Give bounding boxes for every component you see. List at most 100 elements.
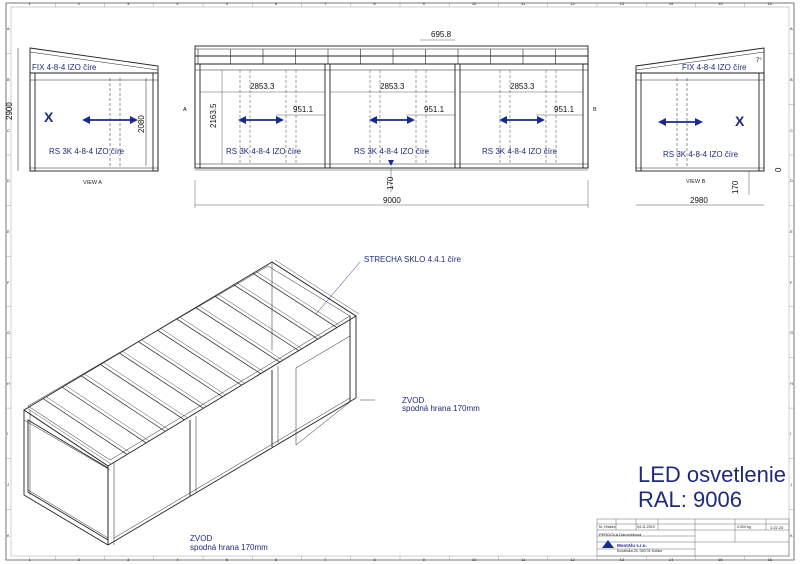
frame-column-number: 10 <box>471 1 477 6</box>
iso-rafter <box>81 375 166 432</box>
left-fix-label: FIX 4-8-4 IZO číre <box>32 63 97 72</box>
left-rs-label: RS 3K 4-8-4 IZO číre <box>49 147 125 156</box>
frame-row-letter: C <box>790 127 793 133</box>
left-view-label: VIEW A <box>83 180 102 186</box>
slide-arrowhead <box>369 116 377 124</box>
slide-arrowhead <box>499 116 507 124</box>
left-opening-dim: 2080 <box>137 115 146 133</box>
frame-column-number: 6 <box>274 557 278 562</box>
front-height-dim: 2163.5 <box>209 103 218 128</box>
zvod-label-1: ZVOD <box>402 396 425 405</box>
frame-column-number: 16 <box>767 1 772 6</box>
iso-rafter-edge <box>103 362 188 419</box>
slide-arrowhead <box>238 116 246 124</box>
frame-column-number: 1 <box>28 557 31 562</box>
frame-column-number: 2 <box>77 557 81 562</box>
frame-column-number: 1 <box>28 1 31 6</box>
iso-rafter <box>271 261 357 317</box>
iso-rafter <box>42 398 128 455</box>
front-bottom-dim: 170 <box>386 176 395 190</box>
right-x-mark: X <box>735 113 745 129</box>
front-panel-dim-1: 951.1 <box>293 105 314 114</box>
led-note: LED osvetlenie <box>638 462 786 487</box>
frame-column-number: 2 <box>77 1 81 6</box>
frame-row-letter: E <box>7 228 10 234</box>
company-logo-icon <box>602 540 614 548</box>
frame-column-number: 9 <box>422 1 425 6</box>
front-bay-dim-2: 2853.3 <box>380 82 405 91</box>
section-b-label: B <box>593 107 597 113</box>
frame-row-letter: B <box>7 76 10 82</box>
front-top-dim: 695.8 <box>431 30 452 39</box>
zvod-sub-2: spodná hrana 170mm <box>190 543 268 552</box>
ral-note: RAL: 9006 <box>638 487 742 512</box>
right-slide-arrowhead-r <box>695 118 703 126</box>
frame-column-number: 14 <box>668 1 674 6</box>
iso-rafter-edge <box>236 282 321 338</box>
frame-column-number: 13 <box>619 1 625 6</box>
title-block <box>596 518 790 557</box>
frame-column-number: 4 <box>176 1 179 6</box>
tb-weight: 0.000 kg <box>737 525 751 529</box>
left-x-mark: X <box>44 109 54 125</box>
frame-column-number: 11 <box>521 557 526 562</box>
grid-ticks <box>5 2 795 561</box>
frame-row-letter: A <box>790 26 793 32</box>
right-side-dim: 0 <box>774 167 783 172</box>
frame-row-letter: K <box>790 532 793 538</box>
left-height-dim: 2900 <box>5 102 14 120</box>
frame-row-letter: J <box>790 482 792 488</box>
frame-row-letter: B <box>790 76 793 82</box>
iso-rafter <box>233 284 319 340</box>
iso-rafter-edge <box>179 316 264 372</box>
frame-row-letter: K <box>7 532 10 538</box>
isometric-rafters <box>23 259 360 467</box>
frame-column-number: 12 <box>570 1 575 6</box>
iso-rafter <box>23 409 109 467</box>
right-rs-label: RS 3K 4-8-4 IZO číre <box>663 150 739 159</box>
iso-rafter <box>157 330 242 386</box>
frame-column-number: 9 <box>422 557 425 562</box>
left-slide-arrowhead-r <box>130 116 138 124</box>
iso-rafter-edge <box>255 271 341 326</box>
frame-column-number: 16 <box>767 557 772 562</box>
front-bottom-marker <box>388 160 394 166</box>
right-fix-label: FIX 4-8-4 IZO číre <box>682 63 747 72</box>
tb-date: 04.11.2019 <box>637 525 655 529</box>
frame-row-letter: I <box>790 431 792 437</box>
front-panel-dim-2: 951.1 <box>424 105 445 114</box>
front-total-width: 9000 <box>383 196 401 205</box>
iso-rafter-edge <box>65 385 150 442</box>
frame-column-number: 3 <box>127 1 130 6</box>
frame-column-number: 15 <box>718 1 723 6</box>
iso-rafter-edge <box>217 293 302 349</box>
frame-column-number: 7 <box>324 557 327 562</box>
iso-rafter <box>61 386 147 444</box>
right-side-view <box>635 47 765 206</box>
iso-rafter <box>119 352 204 409</box>
frame-row-letter: I <box>7 431 9 437</box>
front-bay-dim-3: 2853.3 <box>510 82 535 91</box>
frame-column-number: 4 <box>176 557 179 562</box>
tb-scale: 1:22.20 <box>770 525 784 530</box>
zvod-label-2: ZVOD <box>190 534 213 543</box>
slide-arrowhead <box>276 116 284 124</box>
front-panel-dashes <box>239 70 557 164</box>
iso-rafter <box>252 273 338 328</box>
iso-rafter-edge <box>198 305 283 361</box>
tb-company: MontAlu s.r.o. <box>617 543 647 548</box>
frame-column-number: 5 <box>225 557 228 562</box>
slide-arrowhead <box>407 116 415 124</box>
iso-rafter <box>100 364 185 421</box>
frame-column-number: 13 <box>619 557 625 562</box>
left-side-view <box>17 47 159 172</box>
right-slide-arrowhead-l <box>658 118 666 126</box>
zvod-sub-1: spodná hrana 170mm <box>402 404 480 413</box>
front-dim-lines <box>194 39 589 208</box>
frame-column-number: 8 <box>373 1 376 6</box>
left-slide-arrowhead-l <box>82 116 90 124</box>
roof-leader-line <box>315 261 361 315</box>
frame-row-letter: J <box>7 482 9 488</box>
iso-rafter <box>176 318 261 374</box>
